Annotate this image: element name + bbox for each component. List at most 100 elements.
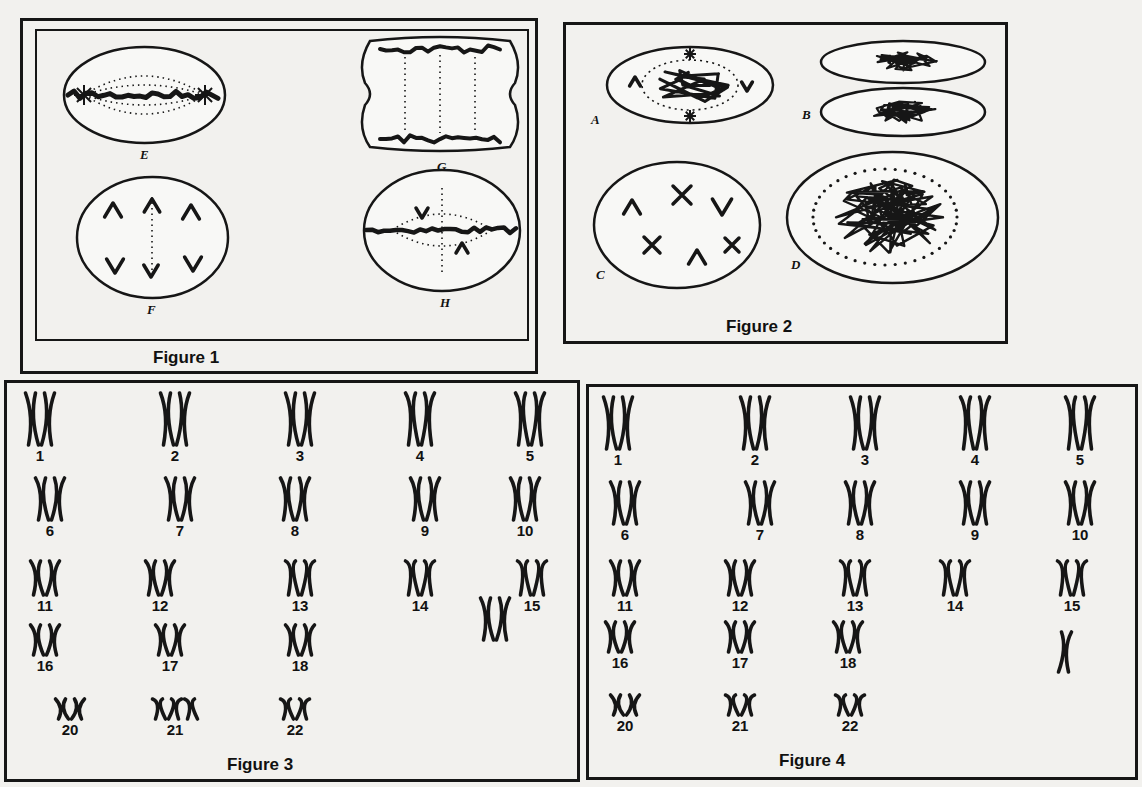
chromosomes — [68, 91, 218, 98]
chromosome — [52, 478, 65, 520]
nuclear-dot — [883, 167, 886, 170]
chromosome — [841, 561, 854, 595]
chromosome — [862, 482, 875, 524]
nuclear-dot — [836, 252, 839, 255]
chromosome — [416, 208, 428, 218]
nuclear-dot — [922, 256, 925, 259]
chromosome-number: 22 — [842, 718, 859, 733]
chromosome-number: 20 — [62, 722, 79, 737]
chromosome-number: 4 — [416, 448, 424, 463]
chromosome — [166, 478, 179, 520]
chromosome — [297, 478, 310, 520]
nuclear-dot — [854, 259, 857, 262]
chromosome — [144, 199, 160, 212]
chromosome — [527, 478, 540, 520]
chromosome — [1058, 561, 1071, 595]
chromosome — [867, 397, 880, 449]
chromosome — [622, 622, 635, 652]
chromosome — [746, 482, 759, 524]
chromosome — [627, 482, 640, 524]
nuclear-dot — [894, 168, 897, 171]
cell-outline — [77, 177, 228, 298]
figure-caption: Figure 3 — [227, 755, 293, 775]
figure-caption: Figure 4 — [779, 751, 845, 771]
cell-drawing — [355, 33, 525, 155]
chromosome-number: 2 — [171, 448, 179, 463]
chromosome — [961, 482, 974, 524]
chromosome — [742, 622, 755, 652]
chromosome-number: 5 — [526, 448, 534, 463]
chromosome — [1066, 482, 1079, 524]
nuclear-dot — [894, 263, 897, 266]
nuclear-dot — [836, 179, 839, 182]
nuclear-dot — [955, 222, 958, 225]
chromosome-number: 17 — [162, 658, 179, 673]
cell-letter: D — [791, 258, 800, 271]
chromosome-number: 7 — [176, 523, 184, 538]
nuclear-dot — [873, 263, 876, 266]
chromosome — [977, 482, 990, 524]
chromosome — [741, 397, 754, 449]
nuclear-dot — [863, 169, 866, 172]
cell-figure: G — [355, 33, 525, 155]
figure-panel: Figure 4 — [586, 384, 1138, 780]
chromosome-number: 16 — [37, 658, 54, 673]
chromosome — [47, 625, 60, 655]
nuclear-dot — [931, 179, 934, 182]
cell-outline — [787, 152, 998, 283]
nuclear-dot — [904, 262, 907, 265]
chromosome — [286, 393, 299, 445]
chromosome — [406, 393, 419, 445]
chromosome — [836, 695, 849, 715]
chromosome — [26, 393, 39, 445]
chromosome-number: 9 — [421, 523, 429, 538]
chromosome-number: 13 — [292, 598, 309, 613]
chromosome — [644, 237, 660, 253]
chromosome — [611, 695, 624, 715]
chromosome — [456, 243, 468, 253]
chromosome-number: 4 — [971, 452, 979, 467]
chromosome — [604, 397, 617, 449]
chromosome — [302, 561, 315, 595]
chromosome — [611, 482, 624, 524]
nuclear-dot — [811, 215, 814, 218]
nuclear-envelope — [642, 60, 738, 110]
nuclear-dot — [814, 229, 817, 232]
spindle-fibre — [84, 76, 205, 95]
chromosome — [107, 259, 124, 273]
cell-outline — [364, 170, 520, 291]
cell-outline — [594, 162, 760, 288]
chromosome — [742, 561, 755, 595]
chromosome-number: 15 — [1064, 598, 1081, 613]
chromosome — [689, 250, 706, 264]
nuclear-dot — [829, 184, 832, 187]
chromosome — [627, 695, 640, 715]
chromosome — [47, 561, 60, 595]
cell-figure: H — [362, 168, 522, 293]
chromosome — [857, 561, 870, 595]
nuclear-dot — [854, 172, 857, 175]
cell-figure: E — [62, 45, 227, 145]
chromosome-number: 10 — [1072, 527, 1089, 542]
chromosome-number: 5 — [1076, 452, 1084, 467]
chromosome-number: 11 — [617, 598, 633, 613]
chromosome — [302, 625, 315, 655]
chromosome — [56, 699, 69, 719]
spindle-fibre — [404, 57, 406, 131]
chromosome-number: 14 — [947, 598, 964, 613]
nuclear-dot — [818, 196, 821, 199]
figure-panel: Figure 1EGFH — [20, 18, 538, 374]
chromosomes — [380, 135, 500, 142]
chromosome — [422, 561, 435, 595]
chromosome — [624, 200, 641, 214]
cell-outline — [607, 47, 773, 123]
chromosome — [742, 82, 753, 91]
nuclear-dot — [944, 189, 947, 192]
cell-outline — [821, 88, 985, 136]
nuclear-dot — [955, 215, 958, 218]
aster — [84, 95, 91, 102]
nuclear-dot — [922, 175, 925, 178]
chromosome-number: 15 — [524, 598, 541, 613]
chromosome — [172, 625, 185, 655]
cell-drawing — [605, 45, 775, 125]
